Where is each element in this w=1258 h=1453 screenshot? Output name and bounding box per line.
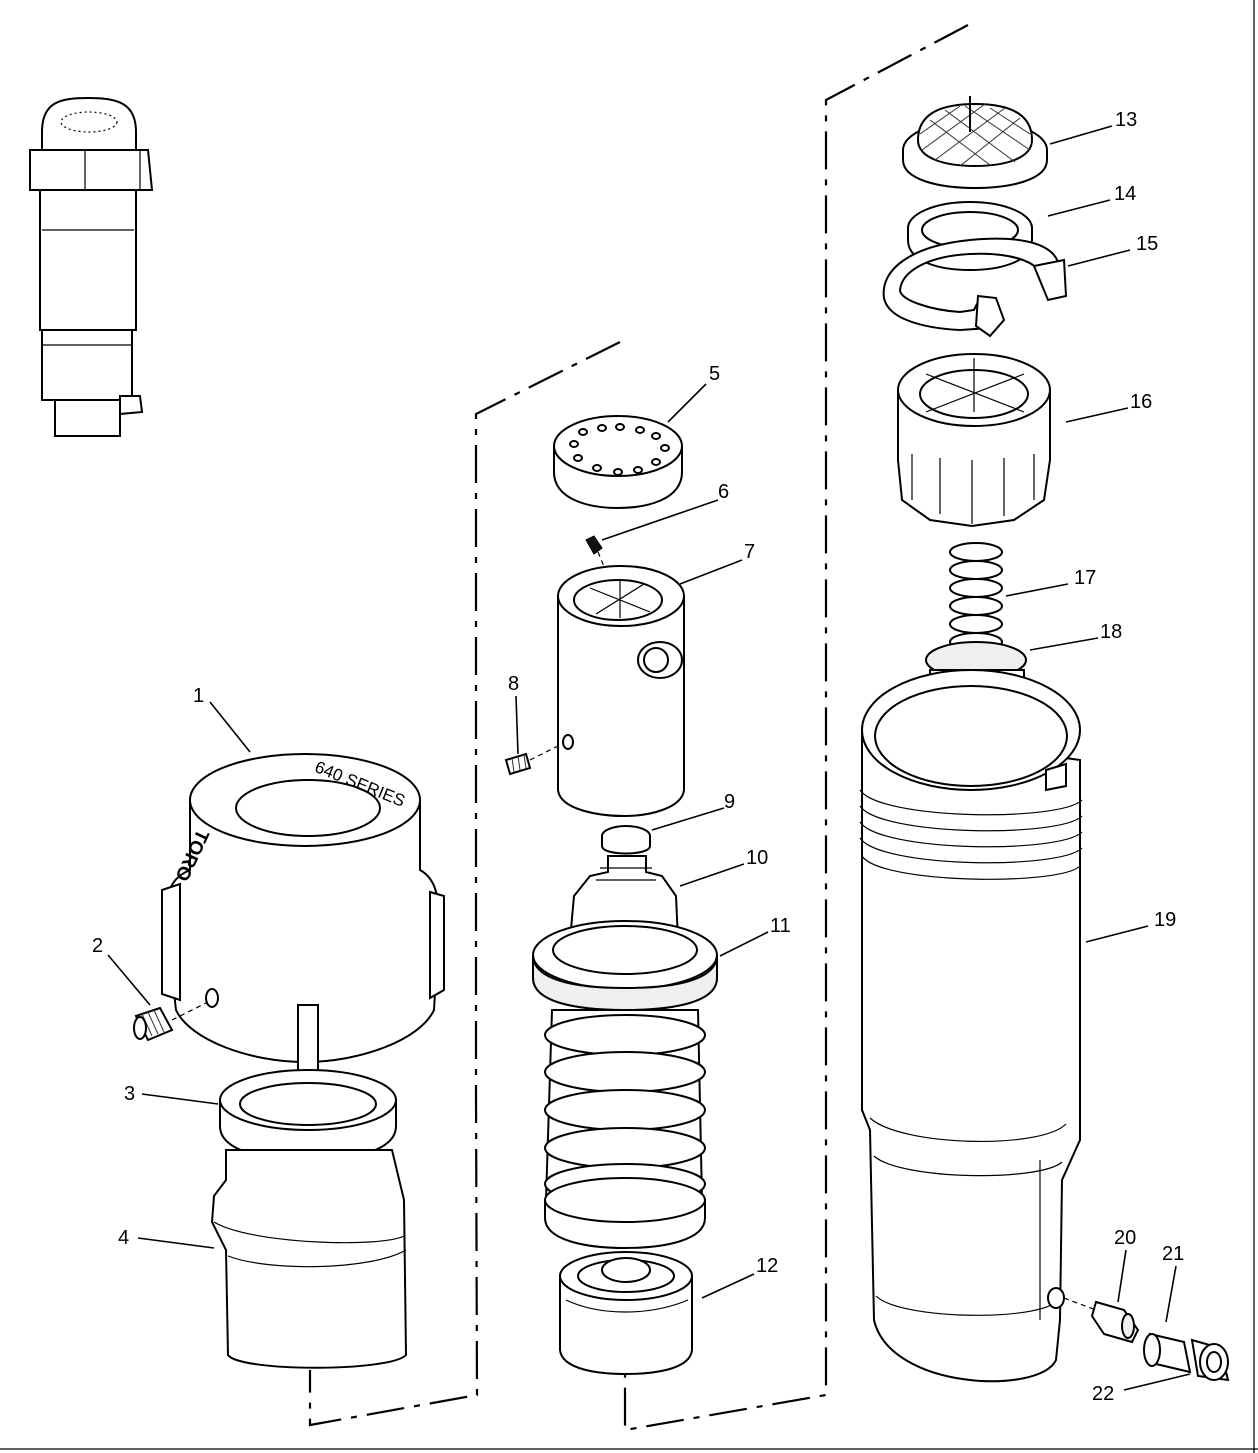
nozzle-holes [569, 423, 670, 476]
callout-6: 6 [718, 481, 729, 503]
part-17-spring [949, 542, 1003, 652]
part-9-o-ring [601, 825, 651, 855]
callout-17: 17 [1074, 567, 1096, 589]
part-4-case [210, 1149, 408, 1369]
callout-16: 16 [1130, 391, 1152, 413]
callout-21: 21 [1162, 1243, 1184, 1265]
callout-12: 12 [756, 1255, 778, 1277]
part-5-nozzle-plate [553, 415, 683, 510]
screen-mesh [919, 103, 1031, 167]
part-12-ratchet-base [559, 1251, 693, 1376]
center-axis-line-right [623, 24, 969, 1432]
part-22-cap [1190, 1338, 1230, 1382]
callout-18: 18 [1100, 621, 1122, 643]
callout-7: 7 [744, 541, 755, 563]
callout-11: 11 [770, 915, 791, 937]
callout-10: 10 [746, 847, 768, 869]
callout-labels: 1 2 3 4 5 6 7 8 9 10 11 12 13 14 15 16 1… [92, 109, 1184, 1405]
part-19-main-case [859, 669, 1083, 1383]
part-2-set-screw [133, 1001, 209, 1042]
part-7-nozzle-housing [557, 565, 685, 818]
callout-15: 15 [1136, 233, 1158, 255]
center-axis-line-left [308, 341, 621, 1427]
callout-5: 5 [709, 363, 720, 385]
part-8-set-screw [504, 743, 563, 776]
callout-20: 20 [1114, 1227, 1136, 1249]
callout-1: 1 [193, 685, 204, 707]
part-16-valve-cage [897, 353, 1051, 528]
part-21-plug [1143, 1332, 1192, 1374]
part-20-fitting [1063, 1297, 1140, 1344]
callout-13: 13 [1115, 109, 1137, 131]
part-15-snap-ring [882, 237, 1068, 338]
callout-8: 8 [508, 673, 519, 695]
callout-2: 2 [92, 935, 103, 957]
callout-9: 9 [724, 791, 735, 813]
leader-lines [107, 125, 1191, 1391]
part-3-retaining-ring [219, 1069, 397, 1162]
callout-22: 22 [1092, 1383, 1114, 1405]
callout-3: 3 [124, 1083, 135, 1105]
part-1-body-cap: 640 SERIES TORO [161, 753, 445, 1073]
part-11-wiper-seal [532, 920, 718, 1012]
assembled-sprinkler-thumbnail [29, 96, 154, 437]
riser-spring [544, 1009, 706, 1250]
callout-4: 4 [118, 1227, 129, 1249]
callout-19: 19 [1154, 909, 1176, 931]
part-13-screen [902, 96, 1048, 190]
callout-14: 14 [1114, 183, 1136, 205]
